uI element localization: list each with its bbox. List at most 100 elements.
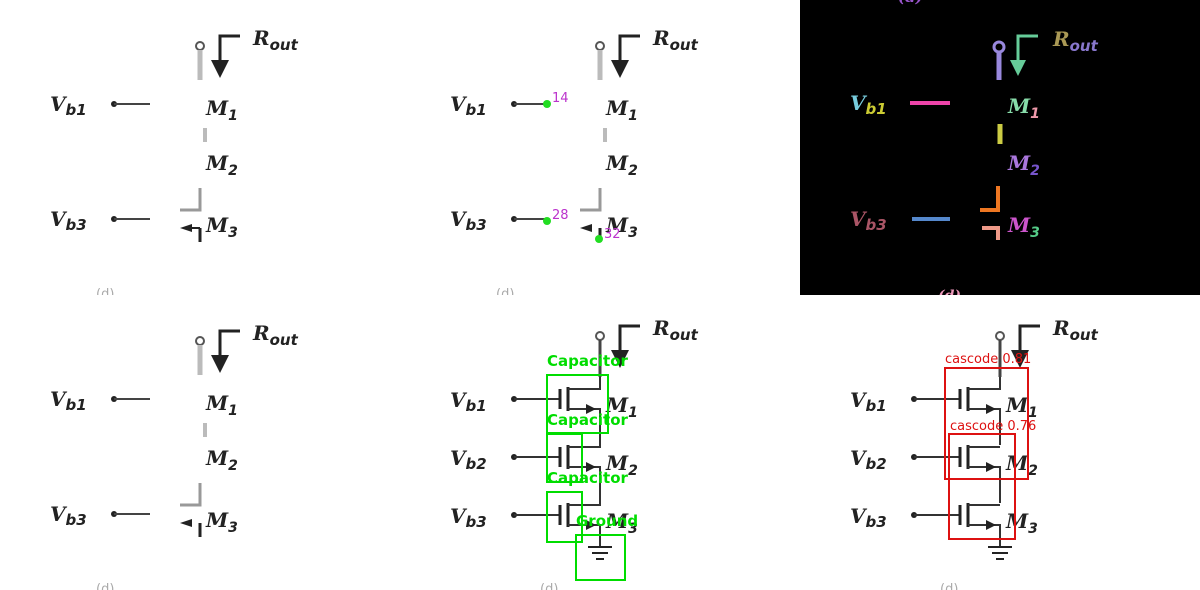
seg-m3-source bbox=[982, 226, 1000, 240]
vb3-label: Vb3 bbox=[850, 504, 887, 531]
m1-label: M1 bbox=[605, 96, 638, 124]
rout-label: Rout bbox=[252, 321, 299, 349]
rout-arrowhead bbox=[611, 60, 629, 78]
m3-source bbox=[968, 524, 1001, 547]
m3-source bbox=[568, 524, 601, 547]
seg-m3-label: M3 bbox=[1007, 213, 1040, 241]
seg-vb1-label: Vb1 bbox=[850, 91, 887, 118]
caption: (d) bbox=[540, 582, 558, 590]
vb1-label: Vb1 bbox=[450, 92, 487, 119]
rout-arrowhead bbox=[611, 350, 629, 368]
m2-label: M2 bbox=[605, 151, 638, 179]
panel-original: (d) Rout Vb1 M1 M2 Vb3 M3 (d) bbox=[0, 0, 400, 295]
m1-arrow bbox=[586, 404, 596, 414]
schematic-full-detections: Rout Vb1 M1 Vb2 M2 Vb3 M3 bbox=[450, 316, 699, 590]
prediction-box bbox=[944, 367, 1029, 480]
caption: (d) bbox=[940, 582, 958, 590]
prediction-label: cascode 0.76 bbox=[950, 419, 1036, 434]
m3-drain-wire bbox=[180, 483, 202, 507]
detection-box bbox=[546, 433, 583, 483]
rout-arrowhead bbox=[211, 60, 229, 78]
seg-caption: (d) bbox=[938, 288, 961, 295]
rout-label: Rout bbox=[652, 316, 699, 344]
rout-arrow bbox=[218, 34, 240, 62]
keypoint-label: 14 bbox=[552, 91, 569, 106]
seg-m2-label: M2 bbox=[1007, 151, 1040, 179]
rout-label: Rout bbox=[252, 26, 299, 54]
m3-arrow bbox=[586, 520, 596, 530]
m3-label: M3 bbox=[605, 213, 638, 241]
keypoint-dot bbox=[543, 100, 551, 108]
m2-label: M2 bbox=[205, 446, 238, 474]
m3-label: M3 bbox=[1005, 509, 1038, 537]
m1-label: M1 bbox=[205, 96, 238, 124]
output-node bbox=[195, 336, 205, 346]
keypoint-label: 28 bbox=[552, 208, 569, 223]
m1-label: M1 bbox=[1005, 393, 1038, 421]
m3-source-arrow bbox=[580, 224, 592, 232]
seg-output-node bbox=[992, 40, 1006, 54]
panel-predictions: Rout Vb1 M1 Vb2 M2 Vb3 M3 cascode 0.81 bbox=[800, 295, 1200, 590]
m3-drain-wire bbox=[580, 188, 602, 212]
detection-label: Capacitor bbox=[547, 411, 628, 429]
detection-label: Ground bbox=[576, 512, 638, 530]
panel-segmentation: (d) Rout Vb1 M1 M2 Vb3 M3 (d) bbox=[800, 0, 1200, 295]
detection-box bbox=[575, 534, 626, 581]
m1-drain bbox=[968, 377, 1001, 390]
seg-m3-drain bbox=[980, 186, 1000, 212]
m1-drain bbox=[568, 377, 601, 390]
rout-arrowhead bbox=[211, 355, 229, 373]
caption-top: (d) bbox=[90, 0, 110, 1]
m3-source-arrow bbox=[180, 519, 192, 527]
keypoint-label: 32 bbox=[604, 227, 621, 242]
vb2-label: Vb2 bbox=[850, 446, 887, 473]
keypoint-dot bbox=[543, 217, 551, 225]
m3-arrow bbox=[986, 520, 996, 530]
detection-box bbox=[546, 491, 583, 543]
vb2-label: Vb2 bbox=[450, 446, 487, 473]
m1-arrow bbox=[986, 404, 996, 414]
m3-drain bbox=[568, 503, 601, 506]
vb3-label: Vb3 bbox=[450, 207, 487, 234]
detection-label: Capacitor bbox=[547, 469, 628, 487]
output-node bbox=[595, 41, 605, 51]
prediction-label: cascode 0.81 bbox=[945, 352, 1031, 367]
schematic-keypoints: Rout Vb1 M1 M2 Vb3 M3 14 28 32 (d) bbox=[450, 26, 699, 295]
panel-detections: Rout Vb1 M1 Vb2 M2 Vb3 M3 bbox=[400, 295, 800, 590]
seg-rout-arrowhead bbox=[1010, 60, 1026, 76]
caption-top: (d) bbox=[898, 0, 923, 6]
caption: (d) bbox=[96, 287, 114, 295]
output-node bbox=[595, 331, 605, 341]
m2-label: M2 bbox=[605, 451, 638, 479]
rout-arrowhead bbox=[1011, 350, 1029, 368]
schematic-original: (d) Rout Vb1 M1 M2 Vb3 M3 (d) bbox=[50, 0, 299, 295]
vb1-label: Vb1 bbox=[850, 388, 887, 415]
vb1-label: Vb1 bbox=[450, 388, 487, 415]
m3-label: M3 bbox=[605, 509, 638, 537]
seg-rout-r: Rout bbox=[1052, 27, 1099, 55]
m3-source-arrow bbox=[180, 224, 192, 232]
panel-keypoints: Rout Vb1 M1 M2 Vb3 M3 14 28 32 (d) bbox=[400, 0, 800, 295]
output-node bbox=[995, 331, 1005, 341]
m2-drain bbox=[568, 445, 601, 448]
rout-arrow bbox=[1018, 324, 1040, 352]
seg-vb3-label: Vb3 bbox=[850, 207, 887, 234]
m3-label: M3 bbox=[205, 213, 238, 241]
m2-source bbox=[568, 466, 601, 503]
seg-m1-label: M1 bbox=[1007, 94, 1040, 122]
schematic-full-predictions: Rout Vb1 M1 Vb2 M2 Vb3 M3 cascode 0.81 bbox=[850, 316, 1099, 590]
caption: (d) bbox=[496, 287, 514, 295]
vb3-label: Vb3 bbox=[450, 504, 487, 531]
prediction-box bbox=[948, 433, 1016, 540]
m2-source bbox=[968, 466, 1001, 503]
output-node bbox=[195, 41, 205, 51]
m3-label: M3 bbox=[205, 508, 238, 536]
m2-label: M2 bbox=[1005, 451, 1038, 479]
detection-label: Capacitor bbox=[547, 352, 628, 370]
keypoint-dot bbox=[595, 235, 603, 243]
rout-label: Rout bbox=[1052, 316, 1099, 344]
caption: (d) bbox=[96, 582, 114, 590]
rout-arrow bbox=[618, 324, 640, 352]
seg-rout-arrow bbox=[1016, 34, 1038, 62]
vb3-label: Vb3 bbox=[50, 502, 87, 529]
